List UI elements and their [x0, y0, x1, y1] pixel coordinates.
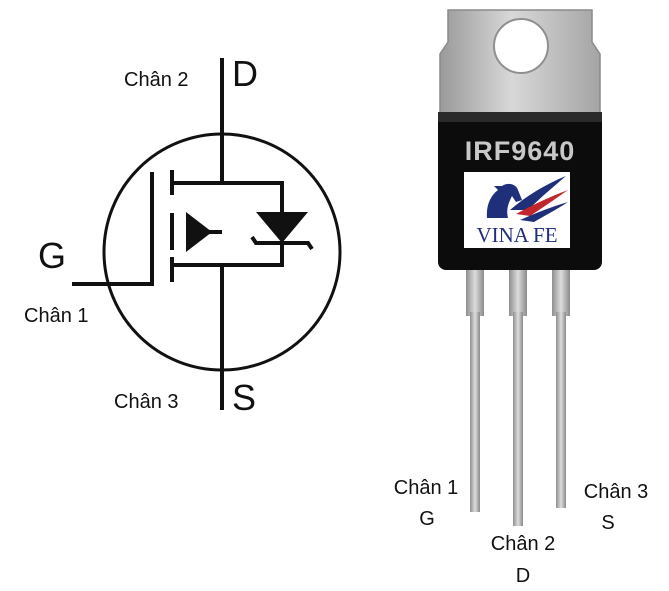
- package-pin-2-label: Chân 2: [491, 533, 556, 555]
- drain-pin-label: Chân 2: [124, 69, 189, 91]
- diode-top-wire: [222, 181, 284, 212]
- wing-stripe-blue-icon: [520, 202, 568, 222]
- diode-triangle: [256, 212, 308, 243]
- source-letter: S: [232, 377, 256, 418]
- lead-pin-3-thin: [556, 312, 566, 508]
- horse-logo-icon: [486, 183, 522, 218]
- body-arrow: [186, 212, 212, 252]
- mounting-hole: [493, 18, 549, 74]
- lead-pin-1: [466, 262, 484, 316]
- gate-letter: G: [38, 235, 66, 276]
- drain-letter: D: [232, 53, 258, 94]
- lead-pin-2: [509, 262, 527, 316]
- package-pin-2-letter: D: [516, 565, 530, 587]
- package-body-edge: [438, 112, 602, 122]
- vina-fe-logo: VINA FE: [464, 172, 570, 248]
- package-pin-1-letter: G: [419, 508, 435, 530]
- logo-text: VINA FE: [476, 223, 557, 247]
- gate-pin-label: Chân 1: [24, 305, 89, 327]
- package-pin-1-label: Chân 1: [394, 477, 459, 499]
- part-number: IRF9640: [465, 136, 576, 166]
- to220-package: IRF9640 VINA FE Chân 1 G Chân 2 D Chân 3…: [394, 9, 649, 587]
- lead-pin-2-thin: [513, 312, 523, 526]
- wing-stripe-red-icon: [516, 190, 568, 216]
- source-pin-label: Chân 3: [114, 391, 179, 413]
- diode-cathode-bar: [250, 235, 314, 251]
- lead-pin-3: [552, 262, 570, 316]
- package-pin-3-letter: S: [601, 512, 614, 534]
- diode-bottom-wire: [222, 243, 284, 267]
- mosfet-symbol: G D S Chân 1 Chân 2 Chân 3: [24, 53, 342, 418]
- package-pin-3-label: Chân 3: [584, 481, 649, 503]
- wing-logo-icon: [510, 176, 566, 210]
- lead-pin-1-thin: [470, 312, 480, 512]
- gate-lead: [72, 172, 154, 286]
